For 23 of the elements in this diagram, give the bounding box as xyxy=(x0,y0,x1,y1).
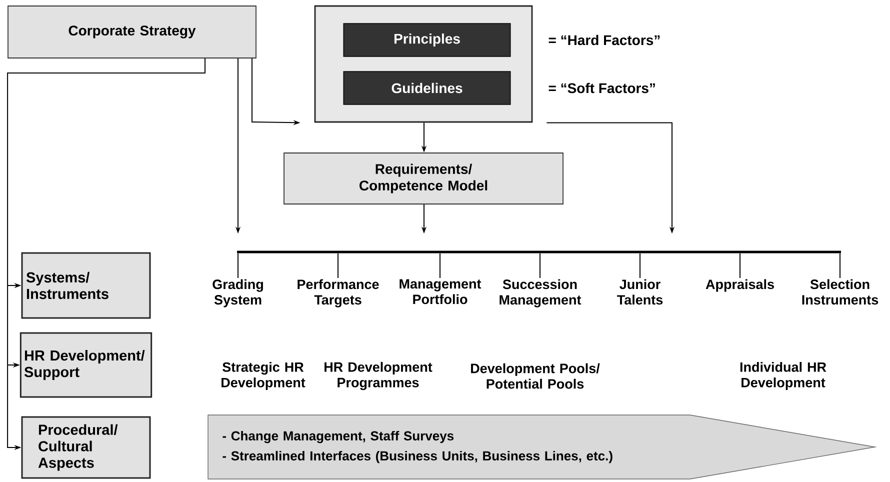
category-box: Procedural/ Cultural Aspects xyxy=(21,416,151,479)
item-text: Individual HR Development xyxy=(740,362,826,390)
arrow-band: - Change Management, Staff Surveys - Streamlined Interfaces (Business Units, Business Lines, etc.) xyxy=(208,414,878,480)
process-box: Requirements/ Competence Model xyxy=(284,152,564,204)
category-box: Systems/ Instruments xyxy=(21,252,151,319)
connector-line xyxy=(740,252,741,278)
item-text: Management Portfolio xyxy=(400,279,482,304)
bracket-bar xyxy=(237,250,841,254)
item-text: Selection Instruments xyxy=(802,279,878,305)
item-text: Succession Management xyxy=(500,279,582,308)
factor-label: = “Soft Factors” xyxy=(548,82,655,94)
factor-box: Principles xyxy=(343,23,511,57)
item-text: Appraisals xyxy=(706,279,774,292)
process-box: Corporate Strategy xyxy=(8,6,256,58)
item-text: Grading System xyxy=(212,279,263,308)
item-text: Strategic HR Development xyxy=(222,362,306,390)
item-text: Junior Talents xyxy=(617,279,663,305)
item-text: Development Pools/ Potential Pools xyxy=(471,363,600,389)
category-box: HR Development/ Support xyxy=(20,332,152,398)
item-text: HR Development Programmes xyxy=(324,362,432,390)
factor-label: = “Hard Factors” xyxy=(548,34,660,46)
factor-box: Guidelines xyxy=(343,71,511,105)
item-text: Performance Targets xyxy=(298,279,379,308)
